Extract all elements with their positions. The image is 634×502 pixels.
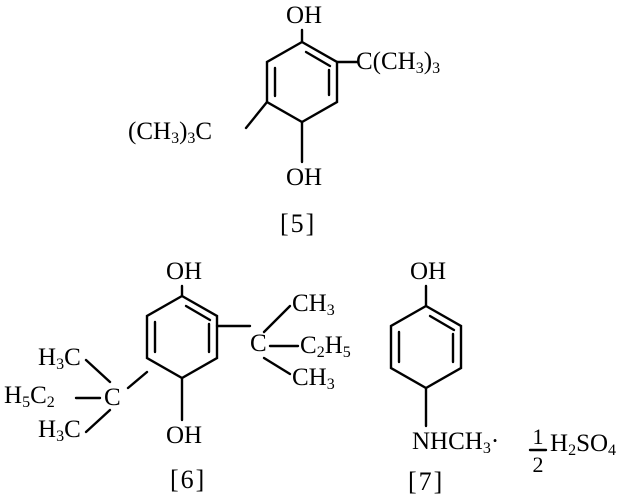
- fraction-numerator: 1: [532, 424, 544, 449]
- compound5-oh-bottom: OH: [286, 164, 323, 191]
- compound5-oh-top: OH: [286, 2, 323, 29]
- compound7-methylamino: NHCH3·: [412, 428, 500, 457]
- compound5-number: [5]: [280, 209, 317, 238]
- compound7-number: [7]: [408, 467, 445, 496]
- compound6-ethyl-right: C2H5: [300, 332, 351, 361]
- compound5-tbu-left: (CH3)3C: [128, 118, 213, 147]
- compound5-tbu-left-bond: [244, 100, 269, 130]
- compound6-ethyl-left: H5C2: [4, 382, 55, 411]
- compound6-ring: [74, 284, 300, 434]
- compound6-oh-top: OH: [166, 258, 203, 285]
- compound6-h3c-upper-left: H3C: [38, 344, 81, 373]
- compound6-quaternary-c-right: C: [250, 330, 267, 357]
- compound6-h3c-lower-left: H3C: [38, 416, 81, 445]
- compound6-ch3-upper-right: CH3: [292, 290, 335, 319]
- compound6-quaternary-c-left: C: [104, 384, 121, 411]
- compound7-oh-top: OH: [410, 258, 447, 285]
- compound5-ring: [244, 28, 360, 164]
- compound5-tbu-right: C(CH3)3: [356, 48, 441, 77]
- compound6-number: [6]: [170, 465, 207, 494]
- compound6-ch3-lower-right: CH3: [292, 364, 335, 393]
- sulfuric-acid: H2SO4: [550, 430, 617, 459]
- compound7-ring: [389, 284, 548, 452]
- compound6-oh-bottom: OH: [166, 422, 203, 449]
- fraction-denominator: 2: [532, 452, 544, 477]
